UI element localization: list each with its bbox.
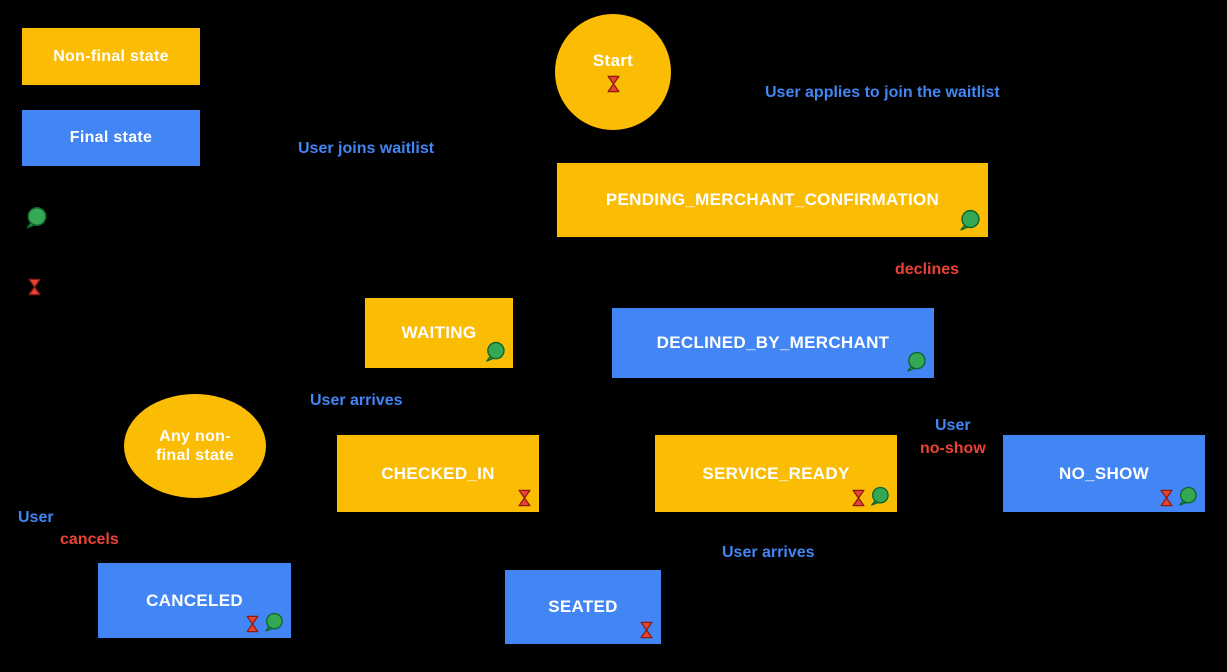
edge-label-user-applies: User applies to join the waitlist <box>765 84 1000 101</box>
hourglass-icon <box>1159 489 1174 507</box>
node-waiting-label: WAITING <box>401 323 477 342</box>
node-any-non-final-label: Any non-final state <box>156 427 234 464</box>
chat-bubble-icon <box>1177 486 1198 507</box>
node-declined-label: DECLINED_BY_MERCHANT <box>656 333 890 352</box>
node-start-label: Start <box>592 51 634 70</box>
hourglass-icon <box>517 489 532 507</box>
edge-label-cancels: cancels <box>60 531 119 548</box>
chat-bubble-icon <box>484 341 506 363</box>
node-checked-in: CHECKED_IN <box>337 435 539 512</box>
legend-non-final-state: Non-final state <box>22 28 200 85</box>
node-waiting: WAITING <box>365 298 513 368</box>
chat-bubble-icon <box>263 612 284 633</box>
legend-final-state: Final state <box>22 110 200 166</box>
hourglass-icon <box>639 621 654 639</box>
node-no-show-label: NO_SHOW <box>1059 463 1149 483</box>
node-seated-label: SEATED <box>548 597 618 616</box>
node-service-ready: SERVICE_READY <box>655 435 897 512</box>
edge-label-user-arrives-seated: User arrives <box>722 544 815 561</box>
hourglass-icon <box>606 75 621 93</box>
node-any-non-final-state: Any non-final state <box>124 394 266 498</box>
hourglass-icon <box>27 278 42 296</box>
chat-bubble-icon <box>869 486 890 507</box>
edge-label-user-arrives-checkin: User arrives <box>310 392 403 409</box>
hourglass-icon <box>245 615 260 633</box>
node-pending-label: PENDING_MERCHANT_CONFIRMATION <box>605 190 940 209</box>
node-canceled: CANCELED <box>98 563 291 638</box>
hourglass-icon <box>851 489 866 507</box>
edge-label-user-noshow-word: User <box>935 417 971 434</box>
node-declined-by-merchant: DECLINED_BY_MERCHANT <box>612 308 934 378</box>
node-no-show: NO_SHOW <box>1003 435 1205 512</box>
edge-label-user-joins: User joins waitlist <box>298 140 435 157</box>
legend-non-final-label: Non-final state <box>53 47 169 65</box>
legend-final-label: Final state <box>69 129 153 146</box>
node-pending-merchant-confirmation: PENDING_MERCHANT_CONFIRMATION <box>557 163 988 237</box>
node-checked-in-label: CHECKED_IN <box>381 463 495 483</box>
edge-label-noshow: no-show <box>920 440 986 457</box>
node-seated: SEATED <box>505 570 661 644</box>
node-service-ready-label: SERVICE_READY <box>702 463 850 483</box>
chat-bubble-icon <box>958 209 981 232</box>
edge-label-user-cancel-word: User <box>18 509 54 526</box>
chat-bubble-icon <box>24 206 48 230</box>
edge-label-declines: declines <box>895 261 960 278</box>
chat-bubble-icon <box>905 351 927 373</box>
node-canceled-label: CANCELED <box>146 590 243 610</box>
node-start: Start <box>555 14 671 130</box>
